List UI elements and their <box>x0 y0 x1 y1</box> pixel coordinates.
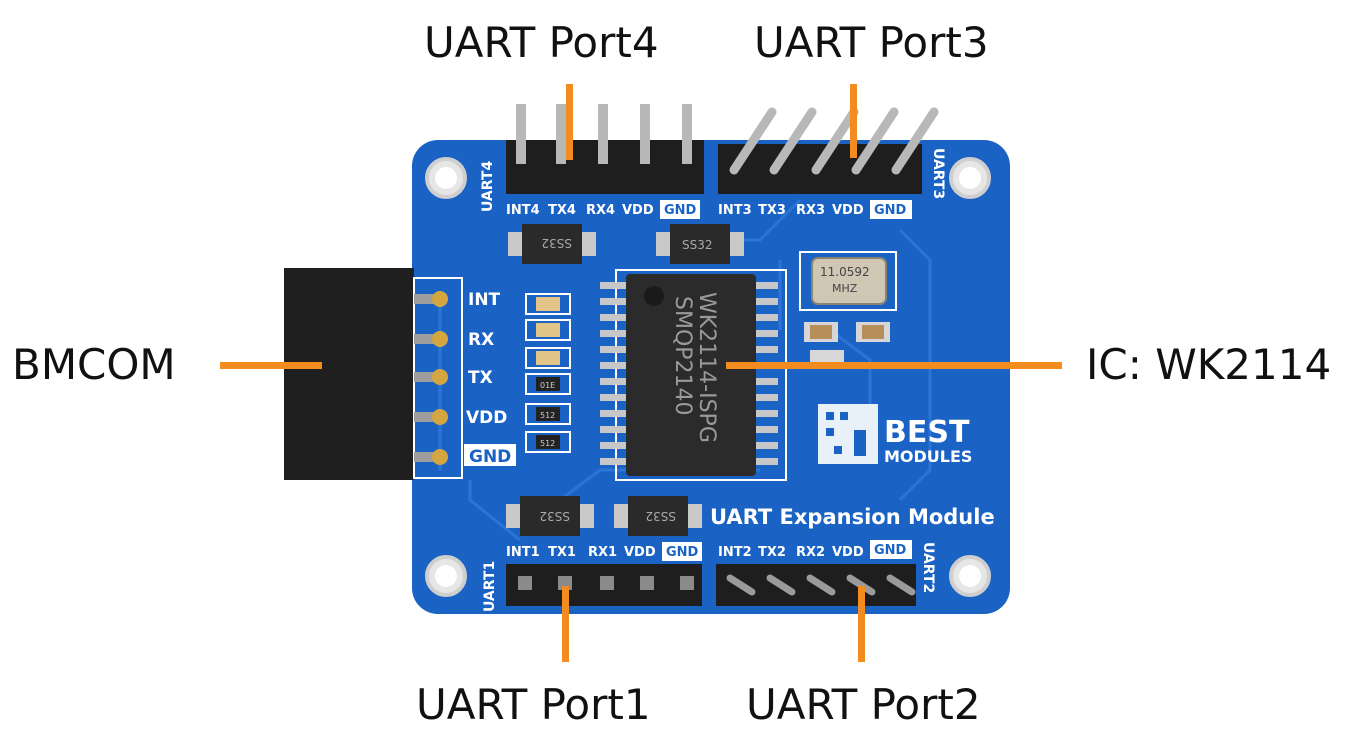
svg-text:VDD: VDD <box>832 545 864 560</box>
uart1-pin-labels: INT1 TX1 RX1 VDD <box>506 545 656 560</box>
board-title: UART Expansion Module <box>710 505 995 529</box>
uart-port2-label: UART Port2 <box>746 680 981 729</box>
smd-column: 01E 512 512 <box>525 293 571 453</box>
uart3-pin-labels: INT3 TX3 RX3 VDD <box>718 203 864 218</box>
uart4-gnd-label: GND <box>664 203 697 218</box>
svg-text:TX1: TX1 <box>548 545 576 560</box>
svg-text:01E: 01E <box>540 381 555 390</box>
svg-text:TX: TX <box>468 368 493 388</box>
svg-text:RX4: RX4 <box>586 203 615 218</box>
bmcom-leader-line <box>220 362 322 369</box>
svg-text:TX3: TX3 <box>758 203 786 218</box>
uart2-side-label: UART2 <box>920 542 936 593</box>
uart-port4-label: UART Port4 <box>424 18 659 67</box>
uart3-leader-line <box>850 84 857 158</box>
diode-top-mid: SS32 <box>656 224 744 264</box>
uart1-leader-line <box>562 586 569 662</box>
uart2-leader-line <box>858 586 865 662</box>
svg-text:INT4: INT4 <box>506 203 540 218</box>
svg-text:RX2: RX2 <box>796 545 825 560</box>
svg-text:INT2: INT2 <box>718 545 752 560</box>
diode-bottom-mid: SS32 <box>614 496 702 536</box>
svg-text:RX3: RX3 <box>796 203 825 218</box>
svg-text:512: 512 <box>540 411 555 420</box>
uart3-header <box>718 107 939 194</box>
uart1-side-label: UART1 <box>482 561 498 612</box>
svg-text:WK2114-ISPG: WK2114-ISPG <box>694 292 719 443</box>
svg-text:SS32: SS32 <box>645 509 676 523</box>
uart3-gnd-label: GND <box>874 203 907 218</box>
svg-text:SMQP2140: SMQP2140 <box>670 296 695 416</box>
uart-port1-label: UART Port1 <box>416 680 651 729</box>
svg-text:INT: INT <box>468 290 501 310</box>
svg-text:MODULES: MODULES <box>884 447 972 466</box>
uart4-side-label: UART4 <box>480 161 496 212</box>
svg-text:11.0592: 11.0592 <box>820 265 870 279</box>
svg-text:VDD: VDD <box>466 408 507 428</box>
uart4-leader-line <box>566 84 573 160</box>
svg-text:SS32: SS32 <box>682 238 713 252</box>
uart1-gnd-label: GND <box>666 545 699 560</box>
best-modules-logo: BEST MODULES <box>818 404 972 466</box>
bmcom-connector <box>284 268 463 480</box>
svg-text:512: 512 <box>540 439 555 448</box>
ic-wk2114-label: IC: WK2114 <box>1086 340 1332 389</box>
wk2114-chip: WK2114-ISPG SMQP2140 <box>600 269 787 481</box>
svg-text:TX2: TX2 <box>758 545 786 560</box>
svg-text:VDD: VDD <box>624 545 656 560</box>
diode-bottom-left: SS32 <box>506 496 594 536</box>
svg-text:INT3: INT3 <box>718 203 752 218</box>
diode-top-left: SS32 <box>508 224 596 264</box>
uart4-header <box>506 104 704 194</box>
smd-capacitors <box>804 322 890 362</box>
ic-leader-line <box>726 362 1062 369</box>
uart2-header <box>716 564 916 606</box>
svg-text:TX4: TX4 <box>548 203 576 218</box>
bmcom-label: BMCOM <box>12 340 176 389</box>
uart2-pin-labels: INT2 TX2 RX2 VDD <box>718 545 864 560</box>
svg-text:RX: RX <box>468 330 494 350</box>
svg-text:SS32: SS32 <box>539 509 570 523</box>
uart-port3-label: UART Port3 <box>754 18 989 67</box>
svg-text:BEST: BEST <box>884 415 970 450</box>
uart3-side-label: UART3 <box>930 148 946 199</box>
uart2-gnd-label: GND <box>874 543 907 558</box>
svg-text:INT1: INT1 <box>506 545 540 560</box>
crystal-oscillator: 11.0592 MHZ <box>799 251 897 311</box>
svg-text:VDD: VDD <box>622 203 654 218</box>
bmcom-gnd-label: GND <box>469 447 511 467</box>
svg-text:RX1: RX1 <box>588 545 617 560</box>
mounting-holes <box>425 157 991 597</box>
svg-text:VDD: VDD <box>832 203 864 218</box>
svg-text:MHZ: MHZ <box>832 282 858 295</box>
uart1-header <box>506 564 702 606</box>
svg-text:SS32: SS32 <box>541 236 572 250</box>
uart4-pin-labels: INT4 TX4 RX4 VDD <box>506 203 654 218</box>
bmcom-pin-labels: INT RX TX VDD <box>466 290 507 428</box>
